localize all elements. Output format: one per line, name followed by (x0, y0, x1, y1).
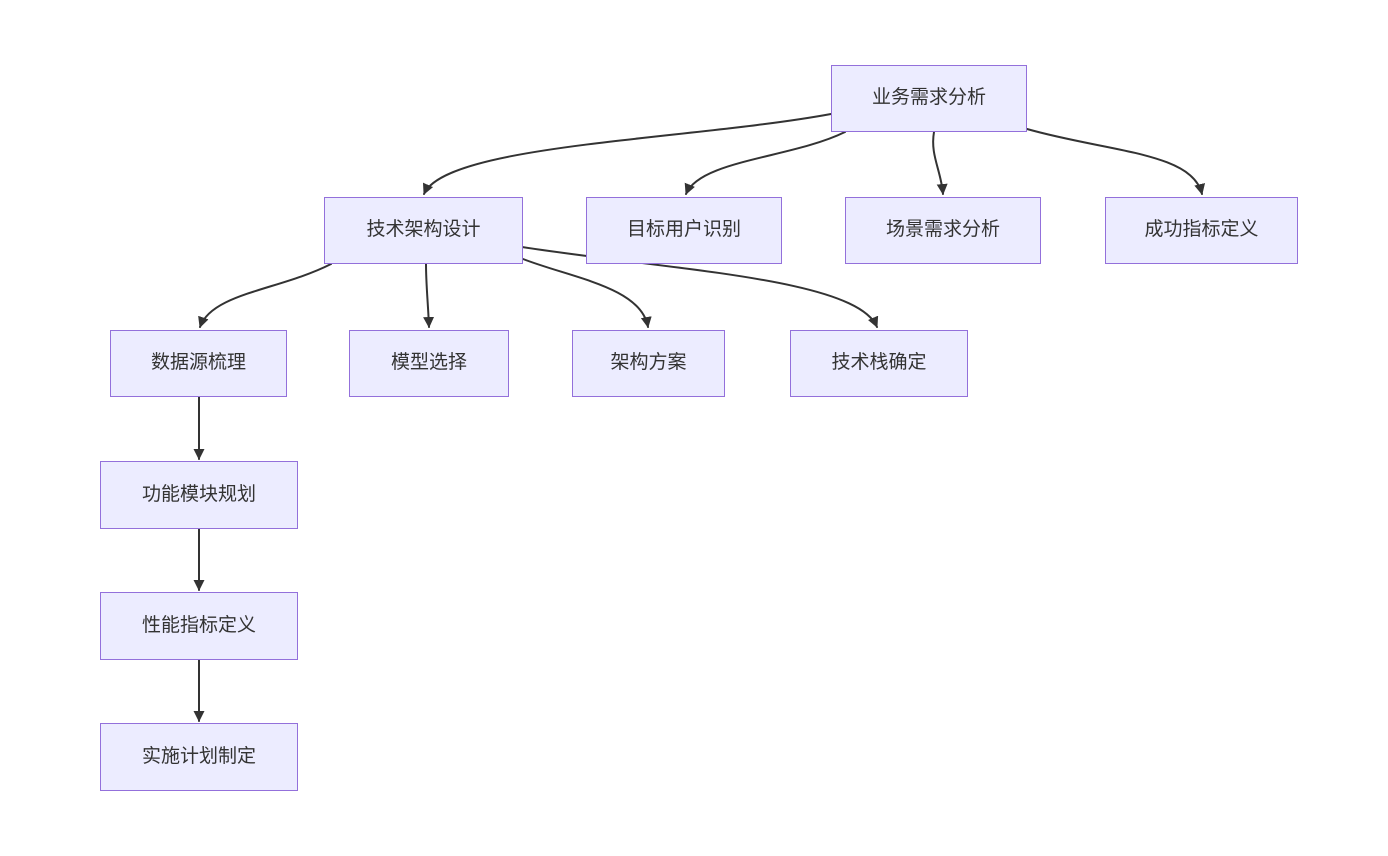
node-tech-stack: 技术栈确定 (790, 330, 968, 397)
edge-business-to-success-metrics (1026, 128, 1206, 195)
node-architecture-plan: 架构方案 (572, 330, 725, 397)
edge-business-to-tech-architecture (423, 113, 832, 195)
node-tech-architecture: 技术架构设计 (324, 197, 523, 264)
node-performance-metrics: 性能指标定义 (100, 592, 298, 660)
edge-business-to-scenario-requirements (932, 131, 948, 195)
node-data-sources: 数据源梳理 (110, 330, 287, 397)
node-implementation-plan: 实施计划制定 (100, 723, 298, 791)
node-success-metrics: 成功指标定义 (1105, 197, 1298, 264)
edge-business-to-target-users (684, 131, 846, 195)
node-scenario-requirements: 场景需求分析 (845, 197, 1041, 264)
edge-tech-architecture-to-architecture-plan (522, 258, 652, 328)
node-function-modules: 功能模块规划 (100, 461, 298, 529)
node-model-selection: 模型选择 (349, 330, 509, 397)
edge-tech-architecture-to-tech-stack (521, 246, 879, 328)
node-business-requirements: 业务需求分析 (831, 65, 1027, 132)
edge-tech-architecture-to-model-selection (423, 263, 435, 328)
node-target-users: 目标用户识别 (586, 197, 782, 264)
edge-tech-architecture-to-data-sources (198, 263, 332, 328)
